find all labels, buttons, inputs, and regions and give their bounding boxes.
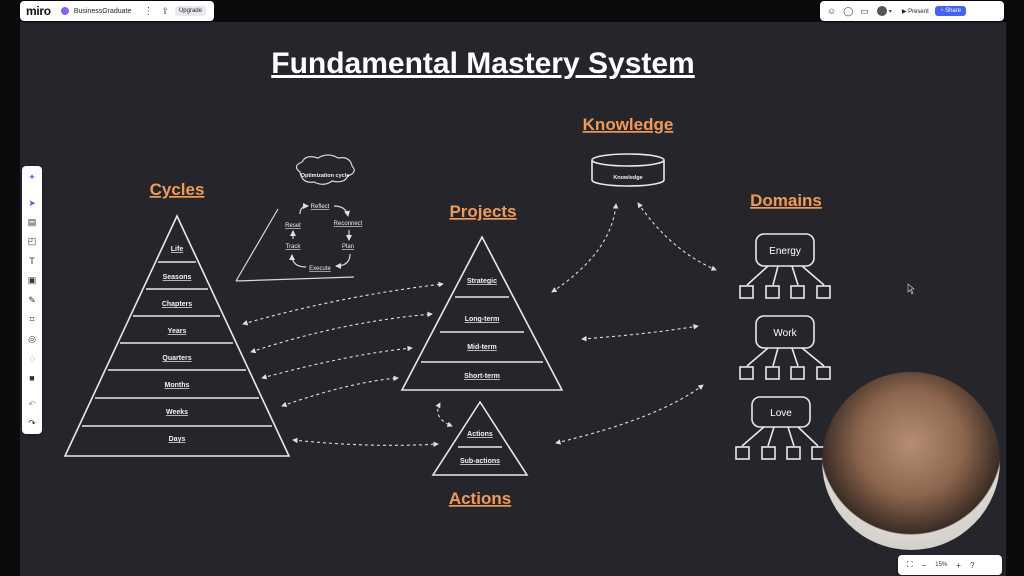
present-button[interactable]: ▶ Present xyxy=(901,8,929,15)
export-icon[interactable]: ⇪ xyxy=(161,5,169,16)
help-icon[interactable]: ? xyxy=(969,560,975,570)
project-level-strategic: Strategic xyxy=(467,278,497,285)
zoom-out-button[interactable]: − xyxy=(921,560,927,570)
opt-step-reset: Reset xyxy=(285,223,301,229)
board-title: Fundamental Mastery System xyxy=(271,47,694,80)
present-label: Present xyxy=(908,8,929,15)
domain-energy: Energy xyxy=(769,246,801,257)
zoom-in-button[interactable]: + xyxy=(956,560,961,570)
cycle-level-life: Life xyxy=(171,246,184,253)
text-icon[interactable]: T xyxy=(29,256,35,266)
share-button[interactable]: ◔ Share xyxy=(934,6,967,16)
chevron-down-icon[interactable]: ▾ xyxy=(888,8,892,15)
sticky-note-icon[interactable]: ◰ xyxy=(27,235,37,246)
chat-bubble-icon[interactable]: ◌ xyxy=(29,353,35,363)
reactions-icon[interactable]: ☺ xyxy=(827,6,837,16)
projects-pyramid: Strategic Long-term Mid-term Short-term xyxy=(400,235,564,391)
cycles-pyramid: Life Seasons Chapters Years Quarters Mon… xyxy=(63,214,291,457)
action-level-actions: Actions xyxy=(467,431,493,438)
opt-step-reflect: Reflect xyxy=(311,204,330,210)
board-color-icon xyxy=(60,7,69,15)
webcam-overlay xyxy=(822,372,1000,550)
knowledge-store-label: Knowledge xyxy=(613,175,642,181)
domain-tree-work: Work xyxy=(739,315,831,380)
left-toolbar: ✦ ➤ ▤ ◰ T ▣ ✎ ⌗ ◎ ◌ ■ ↶ ↷ xyxy=(22,166,42,434)
pen-icon[interactable]: ✎ xyxy=(28,294,36,305)
cycle-level-weeks: Weeks xyxy=(166,409,188,416)
optimization-cycle: Optimization cycle Reflect Reconnect Pla… xyxy=(235,154,363,282)
frame-icon[interactable]: ⌗ xyxy=(29,313,35,324)
comment-icon[interactable]: ◎ xyxy=(28,333,36,344)
action-level-sub-actions: Sub-actions xyxy=(460,458,500,465)
knowledge-database: Knowledge xyxy=(591,153,665,187)
opt-step-track: Track xyxy=(286,244,302,250)
opt-step-reconnect: Reconnect xyxy=(334,221,363,227)
chat-icon[interactable]: ◯ xyxy=(843,5,854,16)
top-right-bar: ☺ ◯ ▭ ▾ ▶ Present ◔ Share xyxy=(820,1,1004,21)
cycle-level-seasons: Seasons xyxy=(163,274,192,281)
heading-projects: Projects xyxy=(449,202,516,221)
opt-step-plan: Plan xyxy=(342,244,354,250)
heading-domains: Domains xyxy=(750,191,822,210)
board-name[interactable]: BusinessGraduate xyxy=(73,7,132,15)
redo-icon[interactable]: ↷ xyxy=(28,417,36,428)
zoom-bar: ⛶ − 15% + ? xyxy=(898,555,1002,575)
avatar[interactable] xyxy=(876,6,887,16)
heading-knowledge: Knowledge xyxy=(583,115,674,134)
optimization-cloud-label: Optimization cycle xyxy=(301,173,350,179)
domain-work: Work xyxy=(773,328,797,339)
more-apps-icon[interactable]: ■ xyxy=(29,373,35,383)
heading-actions: Actions xyxy=(449,489,511,508)
cycle-level-days: Days xyxy=(169,436,186,443)
share-label: Share xyxy=(945,8,962,14)
project-level-mid-term: Mid-term xyxy=(467,344,497,351)
select-icon[interactable]: ➤ xyxy=(28,197,36,208)
board-menu-icon[interactable]: ⋮ xyxy=(143,5,154,17)
upgrade-button[interactable]: Upgrade xyxy=(174,6,206,16)
domain-love: Love xyxy=(770,408,792,419)
domain-tree-love: Love xyxy=(735,396,826,460)
miro-logo[interactable]: miro xyxy=(26,4,51,18)
cycle-level-months: Months xyxy=(165,382,190,389)
shapes-icon[interactable]: ▣ xyxy=(27,274,37,285)
undo-icon[interactable]: ↶ xyxy=(28,398,36,409)
opt-step-execute: Execute xyxy=(309,266,331,272)
mouse-cursor-icon xyxy=(907,283,915,295)
fit-screen-icon[interactable]: ⛶ xyxy=(907,560,913,569)
template-icon[interactable]: ▤ xyxy=(27,216,37,227)
domain-tree-energy: Energy xyxy=(739,233,831,299)
video-icon[interactable]: ▭ xyxy=(860,5,869,16)
project-level-short-term: Short-term xyxy=(464,373,500,380)
top-left-bar: miro BusinessGraduate ⋮ ⇪ Upgrade xyxy=(20,1,214,21)
project-level-long-term: Long-term xyxy=(465,316,500,323)
heading-cycles: Cycles xyxy=(150,180,205,199)
connectors xyxy=(242,202,717,448)
cycle-level-years: Years xyxy=(168,328,187,335)
cycle-level-chapters: Chapters xyxy=(162,301,192,308)
cycle-level-quarters: Quarters xyxy=(162,355,191,362)
zoom-level[interactable]: 15% xyxy=(935,562,948,568)
magic-icon[interactable]: ✦ xyxy=(28,171,36,182)
actions-pyramid: Actions Sub-actions xyxy=(431,400,529,476)
